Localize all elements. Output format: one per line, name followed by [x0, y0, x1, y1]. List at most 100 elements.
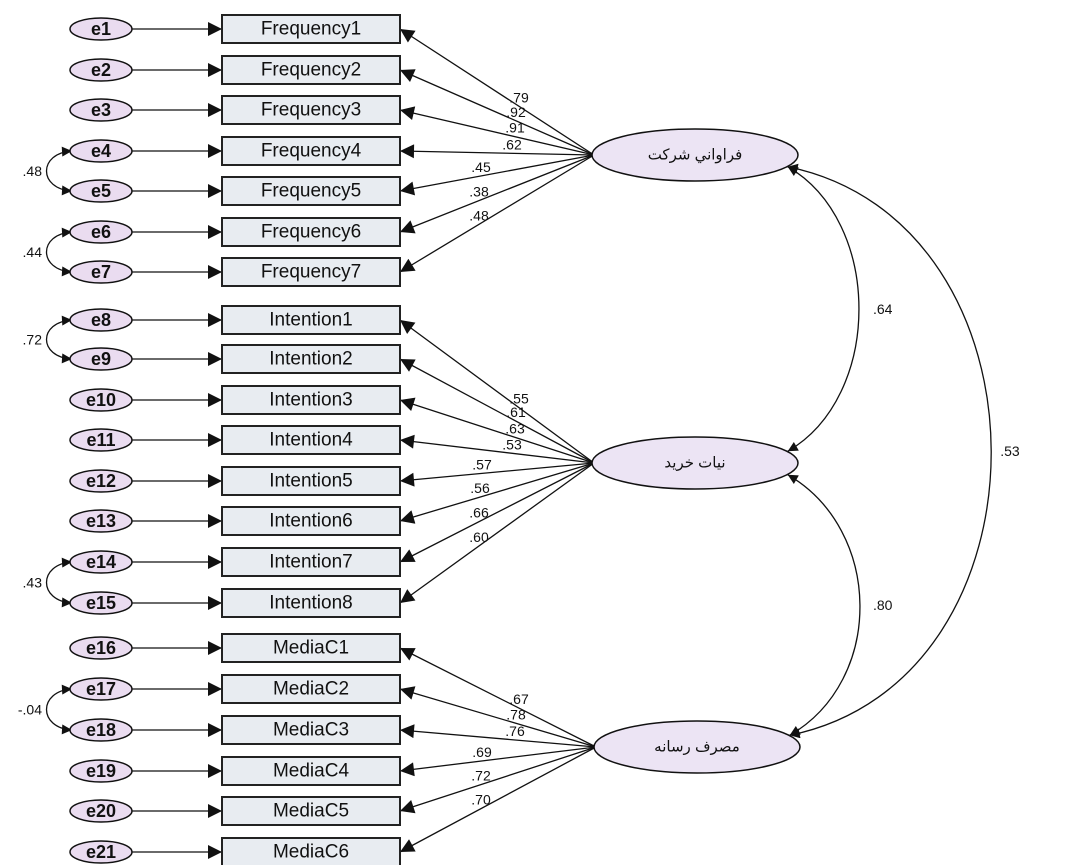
loading-arrow	[399, 462, 595, 563]
latent-variable-1	[591, 128, 799, 182]
error-term-e21	[69, 840, 133, 864]
error-term-e6	[69, 220, 133, 244]
error-term-e2	[69, 58, 133, 82]
indicator-label: MediaC3	[273, 720, 349, 741]
indicator-box-Intention3	[221, 385, 401, 415]
error-label: e6	[91, 222, 111, 242]
loading-arrow	[399, 397, 595, 464]
error-label: e9	[91, 349, 111, 369]
error-term-e14	[69, 550, 133, 574]
loading-value: .76	[505, 723, 525, 739]
error-covariance-value: .43	[23, 575, 43, 591]
error-label: e18	[86, 720, 116, 740]
indicator-label: Frequency2	[261, 60, 361, 81]
loading-value: .66	[469, 505, 489, 521]
loading-value: .67	[509, 691, 529, 707]
indicator-label: Intention8	[269, 593, 352, 614]
latent-name: فراواني شركت	[648, 147, 743, 165]
loading-value: .92	[506, 104, 526, 120]
indicator-label: Intention4	[269, 430, 353, 451]
error-term-e16	[69, 636, 133, 660]
indicator-label: MediaC6	[273, 842, 349, 863]
error-label: e15	[86, 593, 116, 613]
error-label: e21	[86, 842, 116, 862]
loading-value: .55	[509, 391, 529, 407]
loading-arrow	[399, 154, 595, 234]
indicator-label: Frequency3	[261, 100, 361, 121]
error-label: e17	[86, 679, 116, 699]
indicator-box-Intention5	[221, 466, 401, 496]
error-term-e12	[69, 469, 133, 493]
loading-arrow	[399, 746, 597, 853]
loading-arrow	[399, 647, 597, 748]
error-term-e9	[69, 347, 133, 371]
error-term-e11	[69, 428, 133, 452]
loading-arrow	[399, 358, 595, 464]
error-term-e13	[69, 509, 133, 533]
indicator-label: Frequency7	[261, 262, 361, 283]
indicator-box-MediaC6	[221, 837, 401, 865]
loading-value: .48	[469, 207, 489, 223]
latent-correlation-value: .80	[873, 597, 893, 613]
latent-correlation-curve	[787, 474, 861, 736]
indicator-label: Intention1	[269, 310, 352, 331]
indicator-label: Intention3	[269, 390, 352, 411]
indicator-box-Frequency7	[221, 257, 401, 287]
loading-value: .62	[502, 136, 522, 152]
indicator-box-MediaC5	[221, 796, 401, 826]
loading-arrow	[399, 154, 595, 273]
indicator-label: Frequency1	[261, 19, 361, 40]
error-covariance-curve	[46, 557, 73, 608]
error-covariance-value: .44	[23, 244, 43, 260]
indicator-box-Frequency6	[221, 217, 401, 247]
loading-arrow	[399, 154, 595, 196]
indicator-box-Intention8	[221, 588, 401, 618]
error-term-e17	[69, 677, 133, 701]
loading-arrow	[399, 462, 595, 604]
loading-value: .72	[471, 768, 491, 784]
indicator-label: Intention5	[269, 471, 352, 492]
loading-value: .63	[505, 420, 525, 436]
loading-arrow	[399, 462, 595, 487]
loading-arrow	[399, 434, 595, 464]
error-covariance-value: -.04	[18, 702, 42, 718]
error-label: e19	[86, 761, 116, 781]
indicator-label: MediaC1	[273, 638, 349, 659]
error-label: e4	[91, 141, 111, 161]
indicator-box-Frequency4	[221, 136, 401, 166]
loading-value: .38	[469, 184, 489, 200]
error-label: e1	[91, 19, 111, 39]
loading-arrow	[399, 686, 597, 748]
error-term-e19	[69, 759, 133, 783]
loading-arrow	[399, 724, 597, 748]
indicator-box-MediaC4	[221, 756, 401, 786]
latent-correlation-value: .64	[873, 301, 893, 317]
error-term-e1	[69, 17, 133, 41]
latent-correlation-value: .53	[1000, 443, 1020, 459]
error-term-e3	[69, 98, 133, 122]
error-label: e16	[86, 638, 116, 658]
latent-correlation-curve	[787, 166, 860, 452]
latent-name: مصرف رسانه	[654, 739, 740, 756]
indicator-label: MediaC2	[273, 679, 349, 700]
error-label: e7	[91, 262, 111, 282]
loading-arrow	[399, 319, 595, 464]
indicator-box-MediaC2	[221, 674, 401, 704]
indicator-box-MediaC1	[221, 633, 401, 663]
error-label: e3	[91, 100, 111, 120]
indicator-label: Frequency6	[261, 222, 361, 243]
indicator-box-Intention1	[221, 305, 401, 335]
error-term-e18	[69, 718, 133, 742]
latent-correlation-curve	[787, 163, 992, 739]
loading-value: .53	[502, 436, 522, 452]
loading-value: .61	[506, 404, 526, 420]
error-covariance-curve	[46, 227, 73, 277]
latent-variable-2	[591, 436, 799, 490]
error-term-e10	[69, 388, 133, 412]
error-label: e5	[91, 181, 111, 201]
indicator-box-Frequency5	[221, 176, 401, 206]
indicator-box-Intention6	[221, 506, 401, 536]
error-label: e8	[91, 310, 111, 330]
